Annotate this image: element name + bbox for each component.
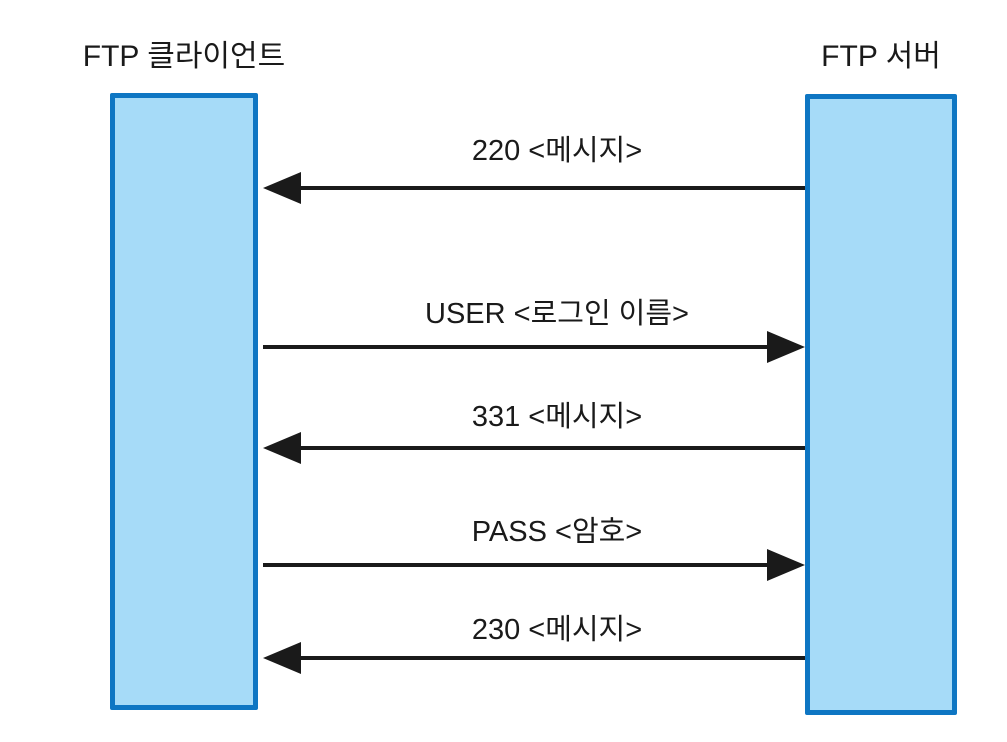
arrowhead-right-icon	[767, 549, 805, 581]
actor-label-ftp-server: FTP 서버	[821, 40, 941, 73]
arrow-shaft	[263, 345, 773, 349]
arrowhead-left-icon	[263, 642, 301, 674]
message-label-230: 230 <메시지>	[471, 614, 643, 646]
message-label-user: USER <로그인 이름>	[425, 298, 689, 330]
actor-bar-ftp-client	[110, 93, 258, 710]
actor-bar-ftp-server	[805, 94, 957, 715]
arrow-server-to-client-icon	[263, 172, 805, 204]
arrow-shaft	[295, 656, 805, 660]
message-label-pass: PASS <암호>	[471, 516, 643, 548]
arrowhead-right-icon	[767, 331, 805, 363]
arrow-server-to-client-icon	[263, 432, 805, 464]
arrow-server-to-client-icon	[263, 642, 805, 674]
arrow-shaft	[295, 186, 805, 190]
message-label-220: 220 <메시지>	[471, 135, 643, 167]
arrow-shaft	[295, 446, 805, 450]
arrow-client-to-server-icon	[263, 549, 805, 581]
arrow-shaft	[263, 563, 773, 567]
arrow-client-to-server-icon	[263, 331, 805, 363]
message-label-331: 331 <메시지>	[471, 401, 643, 433]
actor-label-ftp-client: FTP 클라이언트	[82, 40, 286, 73]
arrowhead-left-icon	[263, 432, 301, 464]
arrowhead-left-icon	[263, 172, 301, 204]
